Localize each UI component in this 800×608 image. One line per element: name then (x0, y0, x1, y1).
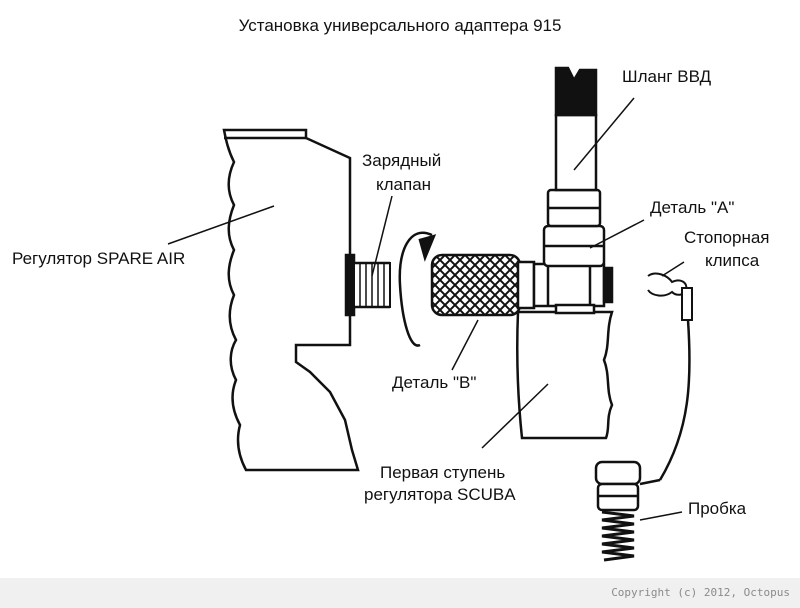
label-plug: Пробка (688, 499, 747, 518)
label-retaining-clip-line1: Стопорная (684, 228, 770, 247)
spare-air-regulator (222, 128, 360, 472)
label-part-b: Деталь "В" (392, 373, 476, 392)
footer-bar: Copyright (c) 2012, Octopus (0, 578, 800, 608)
leader-lines (167, 97, 685, 521)
charging-valve (353, 261, 391, 309)
adapter-fitting (532, 188, 614, 315)
retaining-clip (647, 272, 693, 481)
diagram-title: Установка универсального адаптера 915 (239, 16, 562, 35)
label-charging-valve-line1: Зарядный (362, 151, 441, 170)
hp-hose (554, 66, 598, 192)
label-hp-hose: Шланг ВВД (622, 67, 712, 86)
label-first-stage-line2: регулятора SCUBA (364, 485, 516, 504)
label-first-stage-line1: Первая ступень (380, 463, 505, 482)
label-retaining-clip-line2: клипса (705, 251, 760, 270)
part-b-knurled-nut (430, 253, 536, 317)
rotation-arrow (398, 231, 437, 347)
label-part-a: Деталь "А" (650, 198, 734, 217)
copyright-text: Copyright (c) 2012, Octopus (611, 586, 790, 599)
label-charging-valve-line2: клапан (376, 175, 431, 194)
first-stage-regulator (515, 310, 614, 440)
plug (594, 460, 661, 562)
label-spare-air-regulator: Регулятор SPARE AIR (12, 249, 185, 268)
